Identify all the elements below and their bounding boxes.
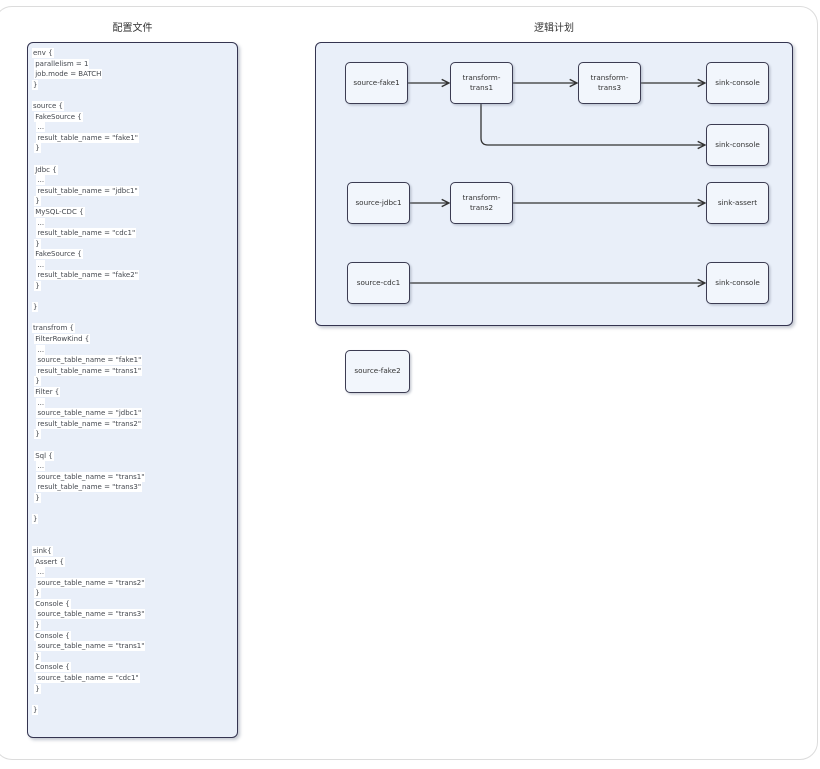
config-code-line: result_table_name = "fake2": [37, 271, 138, 280]
config-code-line: FakeSource {: [35, 112, 82, 121]
config-code-line: }: [35, 197, 40, 206]
node-label: sink-console: [715, 277, 760, 287]
node-label: transform-trans2: [462, 192, 501, 212]
node-label: sink-assert: [717, 197, 758, 207]
config-code-line: [33, 313, 233, 324]
config-code-line: Assert {: [35, 557, 64, 566]
config-code-line: Console {: [35, 631, 70, 640]
config-code-line: ...: [37, 345, 45, 354]
config-code-line: source_table_name = "jdbc1": [37, 409, 142, 418]
config-code-line: }: [35, 652, 40, 661]
config-code-line: sink{: [33, 546, 52, 555]
node-source-fake2: source-fake2: [345, 350, 410, 393]
config-code-line: }: [35, 621, 40, 630]
config-code-line: }: [35, 282, 40, 291]
config-code-line: }: [33, 303, 38, 312]
config-code-line: Jdbc {: [35, 165, 57, 174]
config-code-line: env {: [33, 49, 53, 57]
config-code-line: ...: [37, 176, 45, 185]
node-transform-trans3: transform-trans3: [578, 62, 641, 104]
config-code-line: source_table_name = "trans1": [37, 472, 145, 481]
config-code-line: Filter {: [35, 388, 60, 396]
config-code-line: MySQL-CDC {: [35, 207, 84, 216]
config-code-line: ...: [37, 260, 45, 269]
config-code-line: ...: [37, 398, 45, 407]
config-code-line: source_table_name = "fake1": [37, 356, 142, 365]
config-code-line: }: [35, 589, 40, 598]
config-code-line: }: [33, 705, 38, 714]
config-code-line: source_table_name = "trans3": [37, 610, 145, 619]
config-code-line: source_table_name = "trans2": [37, 578, 145, 587]
config-code-line: result_table_name = "fake1": [37, 133, 138, 142]
node-label: transform-trans3: [590, 72, 629, 92]
node-transform-trans1: transform-trans1: [450, 62, 513, 104]
config-code-line: }: [33, 515, 38, 524]
config-code-line: [33, 525, 233, 536]
node-source-fake1: source-fake1: [345, 62, 408, 104]
node-label: source-cdc1: [356, 277, 401, 287]
config-code-line: source_table_name = "trans1": [37, 642, 145, 651]
config-code-line: }: [35, 684, 40, 693]
config-code-line: FilterRowKind {: [35, 335, 90, 344]
config-code-line: job.mode = BATCH: [35, 70, 102, 79]
config-code-line: [33, 90, 233, 101]
config-code-line: result_table_name = "trans3": [37, 483, 142, 492]
config-code-line: result_table_name = "cdc1": [37, 229, 136, 238]
config-code-line: Console {: [35, 599, 70, 608]
config-code-line: result_table_name = "trans1": [37, 366, 142, 375]
config-code-line: [33, 694, 233, 705]
node-sink-console-3: sink-console: [706, 262, 769, 304]
node-label: source-fake2: [354, 366, 401, 376]
node-sink-assert: sink-assert: [706, 182, 769, 224]
node-label: source-jdbc1: [355, 197, 402, 207]
config-code-line: ...: [37, 568, 45, 577]
config-code-line: FakeSource {: [35, 250, 82, 259]
node-sink-console-1: sink-console: [706, 62, 769, 104]
node-sink-console-2: sink-console: [706, 124, 769, 166]
config-code-line: }: [35, 144, 40, 153]
config-code-line: ...: [37, 218, 45, 227]
config-code-line: [33, 154, 233, 165]
config-code-line: source {: [33, 101, 63, 110]
config-code-line: Console {: [35, 663, 70, 672]
config-code-line: [33, 440, 233, 451]
config-code-line: [33, 535, 233, 546]
config-code-line: result_table_name = "trans2": [37, 419, 142, 428]
config-code-line: }: [35, 239, 40, 248]
node-label: transform-trans1: [462, 72, 501, 92]
config-code-line: }: [33, 80, 38, 89]
config-panel-title: 配置文件: [112, 23, 153, 34]
config-code-line: transfrom {: [33, 324, 74, 333]
config-code-line: parallelism = 1: [35, 59, 89, 68]
node-label: sink-console: [715, 139, 760, 149]
node-source-cdc1: source-cdc1: [347, 262, 410, 304]
config-code-line: [33, 292, 233, 303]
config-code-line: Sql {: [35, 451, 53, 460]
plan-panel-title: 逻辑计划: [534, 23, 574, 34]
config-panel: [27, 42, 238, 738]
node-transform-trans2: transform-trans2: [450, 182, 513, 224]
config-code: env { parallelism = 1 job.mode = BATCH} …: [33, 48, 233, 715]
config-code-line: }: [35, 430, 40, 439]
node-source-jdbc1: source-jdbc1: [347, 182, 410, 224]
config-code-line: ...: [37, 462, 45, 471]
config-code-line: }: [35, 377, 40, 386]
config-code-line: [33, 504, 233, 515]
config-code-line: result_table_name = "jdbc1": [37, 186, 138, 195]
node-label: sink-console: [715, 77, 760, 87]
node-label: source-fake1: [353, 77, 400, 87]
config-code-line: source_table_name = "cdc1": [37, 674, 139, 683]
config-code-line: ...: [37, 123, 45, 132]
config-code-line: }: [35, 493, 40, 502]
